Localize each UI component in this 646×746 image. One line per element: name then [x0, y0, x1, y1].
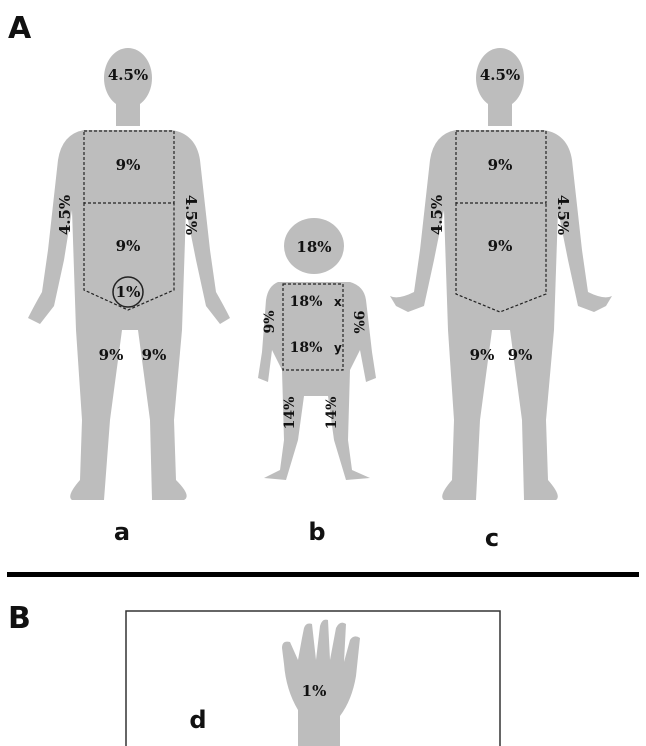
figure-c-silhouette	[390, 48, 612, 500]
figure-b-caption: b	[308, 518, 325, 546]
figure-c-left-leg-pct: 9%	[470, 346, 495, 364]
figure-d-caption: d	[189, 706, 206, 734]
figure-b-left-leg-pct: 14%	[282, 397, 298, 430]
figure-a-head-pct: 4.5%	[108, 66, 148, 84]
figure-c-caption: c	[485, 524, 499, 552]
figure-a-right-arm-pct: 4.5%	[182, 195, 200, 235]
figure-a-right-leg-pct: 9%	[142, 346, 167, 364]
figure-a-left-leg-pct: 9%	[99, 346, 124, 364]
figure-a-caption: a	[114, 518, 130, 546]
figure-c-left-arm-pct: 4.5%	[428, 195, 446, 235]
figure-a-abdomen-pct: 9%	[116, 237, 141, 255]
figure-a: 4.5% 9% 9% 1% 4.5% 4.5% 9% 9% a	[28, 48, 230, 546]
figure-b-head-pct: 18%	[296, 238, 331, 256]
figure-b-upper-trunk-marker: x	[334, 295, 342, 309]
figure-c-head-pct: 4.5%	[480, 66, 520, 84]
figure-d-palm-pct: 1%	[302, 682, 327, 700]
figure-d: 1% d	[126, 611, 500, 746]
figure-b: 18% 18% x 18% y 9% 9% 14% 14% b	[258, 218, 376, 546]
figure-c: 4.5% 9% 9% 4.5% 4.5% 9% 9% c	[390, 48, 612, 552]
figure-a-silhouette	[28, 48, 230, 500]
figure-b-lower-trunk-pct: 18%	[290, 340, 323, 356]
figure-b-upper-trunk-pct: 18%	[290, 294, 323, 310]
figure-a-perineum-pct: 1%	[116, 283, 141, 301]
figure-b-right-leg-pct: 14%	[324, 397, 340, 430]
panel-b-label: B	[8, 601, 31, 636]
figure-c-abdomen-pct: 9%	[488, 237, 513, 255]
figure-c-right-leg-pct: 9%	[508, 346, 533, 364]
figure-a-chest-pct: 9%	[116, 156, 141, 174]
panel-divider	[7, 572, 639, 577]
figure-b-lower-trunk-marker: y	[334, 341, 342, 355]
figure-c-chest-pct: 9%	[488, 156, 513, 174]
figure-b-left-arm-pct: 9%	[262, 310, 278, 333]
figure-c-right-arm-pct: 4.5%	[554, 195, 572, 235]
figure-b-right-arm-pct: 9%	[350, 310, 366, 333]
figure-a-left-arm-pct: 4.5%	[56, 195, 74, 235]
panel-a-label: A	[8, 11, 32, 46]
